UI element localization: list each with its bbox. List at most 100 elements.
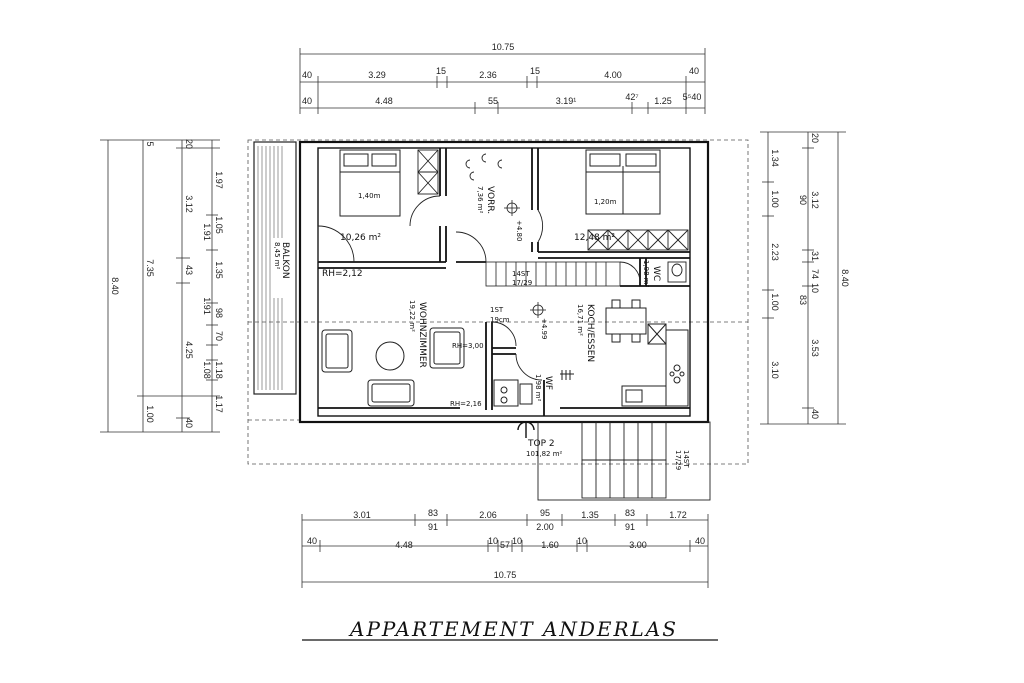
step-height: 19cm [490, 316, 510, 324]
balcony-area: 8,45 m² [273, 242, 281, 270]
rh-living-top: RH=2,12 [322, 269, 363, 279]
unit-area: 101,82 m² [526, 450, 563, 458]
ext-stairs-ratio: 17/29 [674, 450, 682, 470]
dim-bot-r1-1: 83 [428, 508, 438, 518]
stairs-count: 14ST [512, 270, 530, 278]
level-1: +4.80 [515, 220, 523, 241]
level-marker-1 [504, 200, 520, 216]
rh-living-right: RH=3,00 [452, 342, 484, 350]
dim-top-r2-5: 1.25 [654, 96, 672, 106]
bed2-size: 1,20m [594, 198, 617, 206]
bed1-area: 10,26 m² [340, 233, 381, 243]
level-2: +4.99 [540, 318, 548, 339]
dim-left-c1-2: 1.00 [145, 405, 155, 423]
dim-right-c1-4: 3.10 [770, 361, 780, 379]
dim-bot-r2-1: 4.48 [395, 540, 413, 550]
dim-left-c2-3: 4.25 [184, 341, 194, 359]
dim-top-r2-0: 40 [302, 96, 312, 106]
dim-left-c3-0: 1.97 [214, 171, 224, 189]
dim-bot-r1-7: 83 [625, 508, 635, 518]
bed1-size: 1,40m [358, 192, 381, 200]
dim-top-r1-1: 3.29 [368, 70, 386, 80]
dim-right-c2-6: 3.53 [810, 339, 820, 357]
exterior-walls [298, 140, 710, 424]
living-name: WOHNZIMMER [417, 302, 427, 368]
dim-bot-r2-4: 10 [512, 536, 522, 546]
dim-bot-r2-7: 3.00 [629, 540, 647, 550]
interior-walls [318, 148, 690, 416]
dim-right-c2-3: 31 [810, 251, 820, 261]
stairs-ratio: 17/29 [512, 279, 532, 287]
wc-name: WC [651, 266, 661, 281]
left-dimension-lines [100, 139, 220, 433]
dim-bot-r1-3: 2.06 [479, 510, 497, 520]
dim-right-c3-0: 10 [810, 283, 820, 293]
dim-bot-r1-9: 1.72 [669, 510, 687, 520]
dim-bot-r2-2: 10 [488, 536, 498, 546]
living-furniture [321, 327, 465, 407]
wc-toilet [667, 261, 687, 283]
dim-left-c3-1: 1.05 [214, 216, 224, 234]
wardrobe-bed2 [587, 229, 689, 251]
dim-bot-r2-3: 57 [500, 540, 510, 550]
dim-left-c2-4: 40 [184, 418, 194, 428]
double-bed-1 [339, 149, 401, 217]
kitchen-name: KOCH/ESSEN [585, 304, 595, 362]
dim-bot-r1-8: 91 [625, 522, 635, 532]
hall-area: 7,36 m² [476, 186, 484, 214]
dim-bot-r2-8: 40 [695, 536, 705, 546]
bath-name: WF [543, 376, 553, 390]
coat-hooks [465, 153, 503, 181]
bath-area: 1,98 m² [534, 374, 542, 402]
dim-left-c3-2: 1.91 [202, 223, 212, 241]
dim-right-c2-1: 90 [798, 195, 808, 205]
level-marker-2 [530, 302, 546, 318]
dim-left-c2-1: 3.12 [184, 195, 194, 213]
dim-right-c2-2: 3.12 [810, 191, 820, 209]
dim-top-r1-6: 40 [689, 66, 699, 76]
unit-name: TOP 2 [527, 439, 555, 449]
exterior-stairwell [537, 421, 711, 501]
kitchen-furniture [605, 299, 689, 407]
dim-top-r2-6: 5⁵40 [683, 92, 702, 102]
kitchen-area: 16,71 m² [576, 304, 584, 336]
dim-top-r1-5: 4.00 [604, 70, 622, 80]
dim-right-c2-0: 20 [810, 133, 820, 143]
dim-right-c1-0: 1.34 [770, 149, 780, 167]
dim-bot-r2-0: 40 [307, 536, 317, 546]
dim-left-c3-3: 1.35 [214, 261, 224, 279]
dim-bot-r1-2: 91 [428, 522, 438, 532]
door-swings [317, 195, 641, 381]
dim-top-r2-2: 55 [488, 96, 498, 106]
balcony [253, 141, 297, 395]
dim-bot-r1-6: 1.35 [581, 510, 599, 520]
dim-right-c1-1: 1.00 [770, 190, 780, 208]
dim-left-c1-1: 7.35 [145, 259, 155, 277]
dim-right-c2-4: 74 [810, 269, 820, 279]
wc-area: 1,98 m² [642, 260, 650, 288]
ext-stairs-count: 14ST [682, 450, 690, 468]
dim-bot-r1-0: 3.01 [353, 510, 371, 520]
dim-right-c1-3: 1.00 [770, 293, 780, 311]
dim-left-c3-4: 98 [214, 308, 224, 318]
dim-top-r2-4: 42⁷ [625, 92, 638, 102]
dim-left-total: 8.40 [110, 277, 120, 295]
bed2-area: 12,48 m² [574, 233, 615, 243]
dim-top-r1-2: 15 [436, 66, 446, 76]
dim-bot-total: 10.75 [494, 570, 517, 580]
dim-left-c3-9: 1.17 [214, 395, 224, 413]
dim-left-c3-7: 1.18 [214, 361, 224, 379]
dim-left-c2-0: 20 [184, 139, 194, 149]
dim-bot-r2-5: 1.60 [541, 540, 559, 550]
wardrobe-bed1 [417, 149, 439, 195]
dim-bot-r1-4: 95 [540, 508, 550, 518]
balcony-name: BALKON [280, 242, 290, 279]
hall-name: VORR. [485, 186, 495, 214]
dim-right-c2-5: 83 [798, 295, 808, 305]
double-bed-2 [585, 149, 661, 215]
dim-right-c1-2: 2.23 [770, 243, 780, 261]
dim-left-c3-5: 1.91 [202, 297, 212, 315]
dim-top-total: 10.75 [492, 42, 515, 52]
interior-stairs [485, 261, 621, 287]
